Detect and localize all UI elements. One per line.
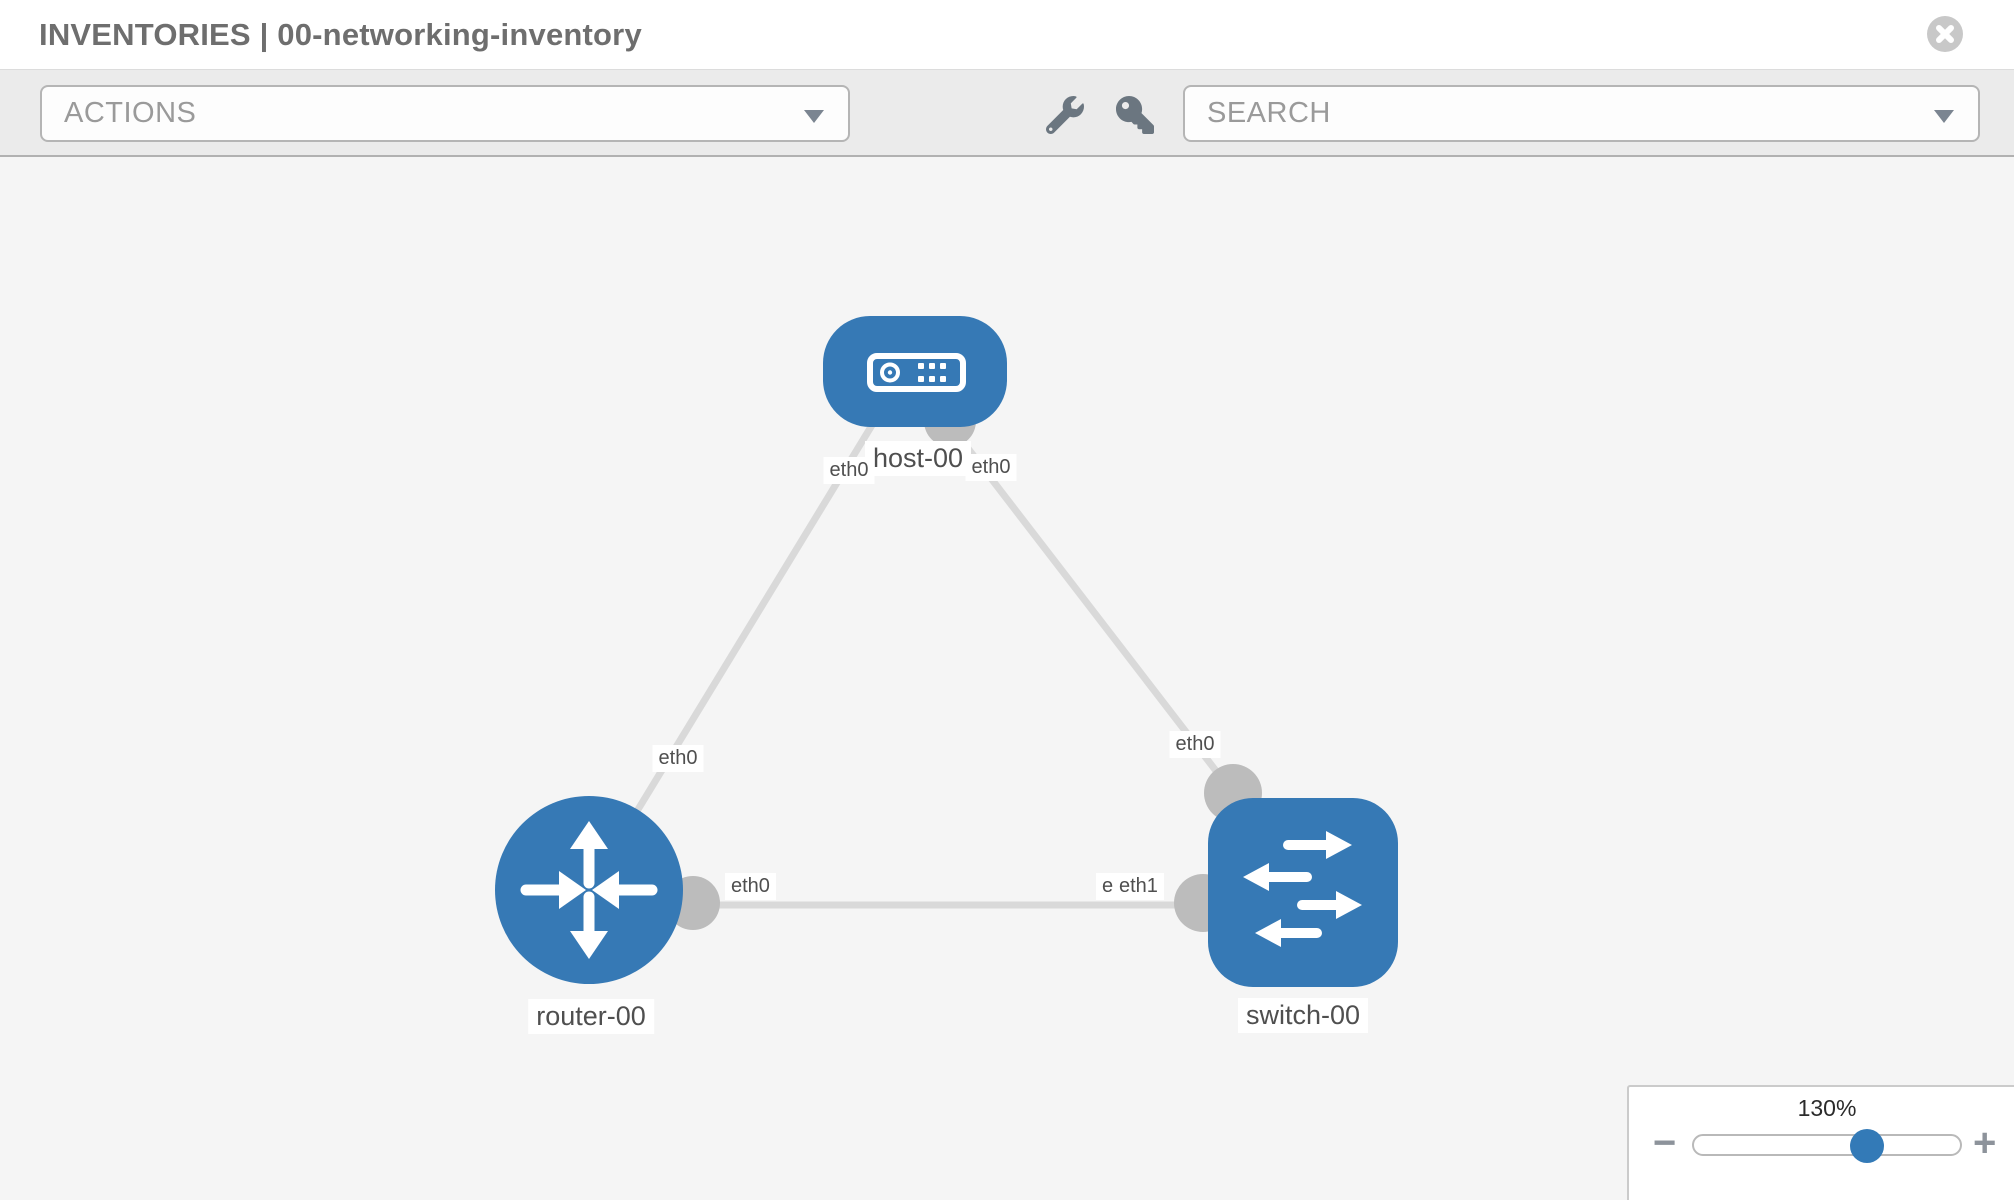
wrench-icon[interactable] [1046,96,1084,134]
close-button[interactable] [1927,16,1963,52]
zoom-slider-handle[interactable] [1850,1129,1884,1163]
zoom-control-panel: 130% − + [1627,1085,2014,1200]
chevron-down-icon [804,110,824,123]
key-icon[interactable] [1116,96,1154,134]
toolbar: ACTIONS SEARCH [0,70,2014,157]
actions-dropdown-label: ACTIONS [64,97,197,129]
interface-label: eth0 [652,745,704,772]
search-dropdown[interactable]: SEARCH [1183,85,1980,142]
zoom-slider[interactable] [1692,1129,1962,1163]
panel-header: INVENTORIES | 00-networking-inventory [0,0,2014,70]
node-label-switch: switch-00 [1237,998,1369,1033]
zoom-level-value: 130% [1797,1095,1857,1121]
switch-arrows-icon [1243,831,1362,947]
interface-label: eth1 [1113,873,1164,900]
search-dropdown-label: SEARCH [1207,97,1331,129]
router-arrows-icon [520,821,658,959]
zoom-out-button[interactable]: − [1653,1121,1677,1165]
interface-label: eth0 [823,457,875,484]
interface-label: eth0 [965,454,1017,481]
page-title: INVENTORIES | 00-networking-inventory [39,16,642,52]
interface-label: eth0 [725,873,776,900]
topology-canvas[interactable]: host-00 router-00 switch-00 eth0 eth0 et… [0,157,2014,1200]
node-label-router: router-00 [528,999,654,1034]
node-router-00[interactable] [495,796,683,984]
chevron-down-icon [1934,110,1954,123]
close-icon [1936,25,1954,43]
zoom-in-button[interactable]: + [1973,1121,1997,1165]
interface-label: eth0 [1169,731,1221,758]
actions-dropdown[interactable]: ACTIONS [40,85,850,142]
node-host-00[interactable] [823,316,1007,427]
server-icon [867,353,966,392]
node-switch-00[interactable] [1208,798,1398,987]
node-label-host: host-00 [864,441,972,476]
